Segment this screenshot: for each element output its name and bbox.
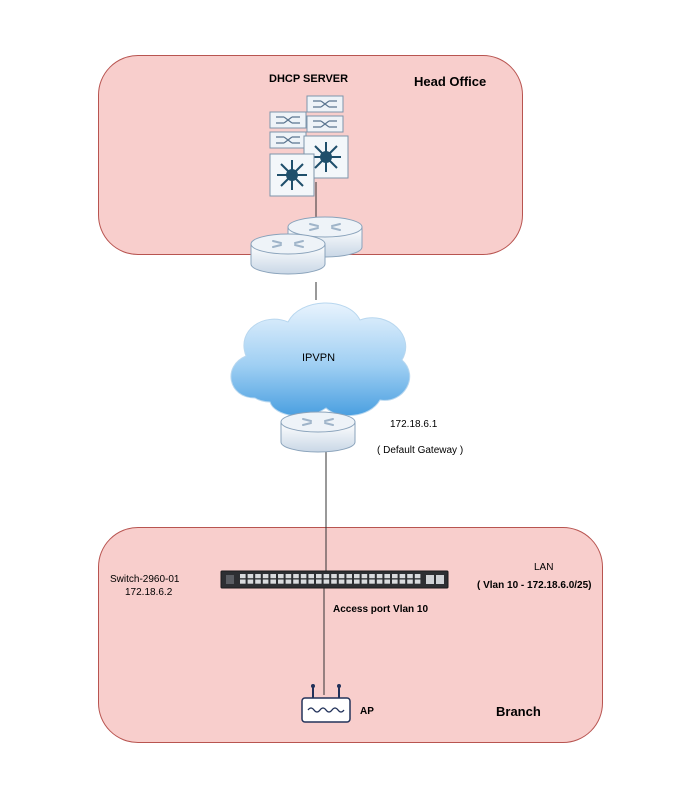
switch-port (285, 579, 292, 584)
lan-title: LAN (534, 562, 554, 573)
switch-port (262, 579, 269, 584)
switch-port (247, 579, 254, 584)
switch-port (407, 574, 413, 579)
switch-port (331, 574, 337, 579)
switch-port (240, 579, 246, 584)
switch-port (308, 579, 314, 584)
dhcp-server-icon (269, 95, 349, 197)
switch-port (316, 579, 322, 584)
switch-port (270, 574, 276, 579)
switch-port (392, 574, 398, 579)
dhcp-server-label: DHCP SERVER (269, 73, 349, 85)
switch-port (331, 579, 337, 584)
switch-port (338, 574, 345, 579)
ap-label: AP (360, 706, 374, 717)
switch-port (270, 579, 276, 584)
switch-port (278, 579, 284, 584)
branch-title: Branch (496, 704, 541, 719)
switch-port (285, 574, 292, 579)
switch-port (369, 574, 375, 579)
switch-port (247, 574, 254, 579)
switch-port (399, 579, 406, 584)
switch-port (293, 574, 299, 579)
switch-port (361, 579, 368, 584)
gateway-ip-label: 172.18.6.1 (390, 419, 438, 430)
switch-port (369, 579, 375, 584)
switch-port (414, 579, 421, 584)
switch-port (316, 574, 322, 579)
access-point-icon (301, 684, 351, 723)
gateway-router-icon (280, 411, 356, 453)
switch-name-label: Switch-2960-01 (110, 574, 180, 585)
switch-port (354, 579, 360, 584)
lan-detail: ( Vlan 10 - 172.18.6.0/25) (477, 580, 592, 591)
switch-port (323, 579, 330, 584)
head-office-title: Head Office (414, 74, 487, 89)
switch-2960-icon (220, 570, 449, 589)
access-port-label: Access port Vlan 10 (333, 604, 429, 615)
switch-port (346, 579, 352, 584)
switch-port (338, 579, 345, 584)
switch-port (376, 579, 383, 584)
switch-port (300, 574, 307, 579)
switch-port (300, 579, 307, 584)
switch-port (262, 574, 269, 579)
switch-port (399, 574, 406, 579)
switch-port (384, 574, 390, 579)
default-gateway-label: ( Default Gateway ) (377, 445, 464, 456)
switch-port (361, 574, 368, 579)
switch-port (323, 574, 330, 579)
switch-port (255, 579, 261, 584)
switch-port (308, 574, 314, 579)
switch-port (240, 574, 246, 579)
switch-port (346, 574, 352, 579)
ipvpn-label: IPVPN (302, 352, 336, 364)
switch-port (354, 574, 360, 579)
switch-port (255, 574, 261, 579)
switch-port (384, 579, 390, 584)
switch-port (376, 574, 383, 579)
switch-port (414, 574, 421, 579)
switch-port (293, 579, 299, 584)
switch-port (278, 574, 284, 579)
switch-port (407, 579, 413, 584)
head-office-router-icon (250, 216, 363, 275)
switch-ip-label: 172.18.6.2 (125, 587, 173, 598)
switch-port (392, 579, 398, 584)
